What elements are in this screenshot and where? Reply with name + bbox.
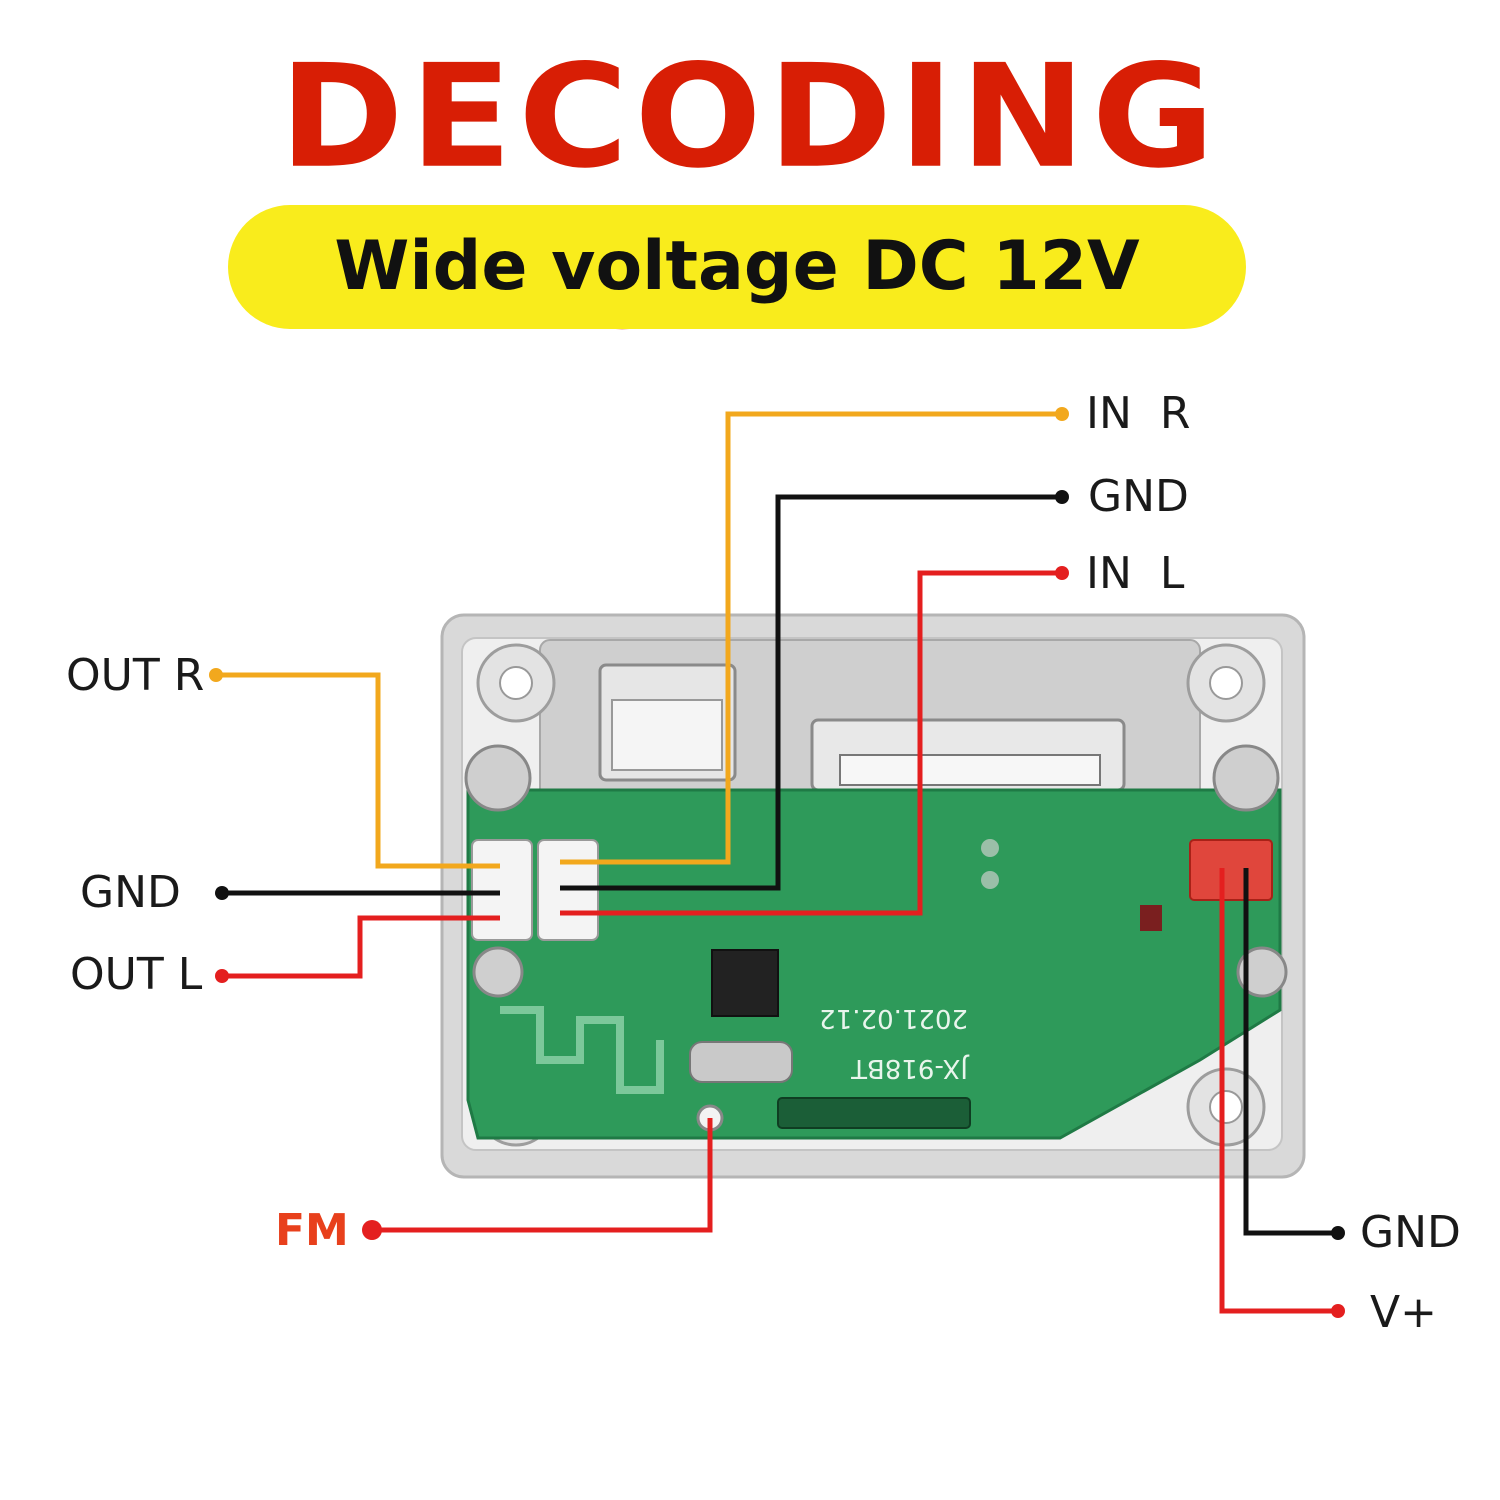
label-out-r: OUT R bbox=[66, 650, 205, 701]
label-gnd-right: GND bbox=[1360, 1207, 1461, 1258]
wire-gnd-top bbox=[560, 494, 1062, 891]
wire-endpoints bbox=[209, 407, 1345, 1318]
wire-in-l bbox=[560, 570, 1062, 916]
wire-out-r bbox=[216, 672, 500, 869]
wire-v-plus bbox=[1219, 868, 1338, 1314]
board-date: 2021.02.12 bbox=[819, 1003, 968, 1033]
subtitle: Wide voltage DC 12V bbox=[334, 227, 1140, 306]
label-gnd-top: GND bbox=[1088, 471, 1189, 522]
label-in-l: IN L bbox=[1086, 548, 1185, 599]
label-gnd-left: GND bbox=[80, 867, 181, 918]
wire-out-l bbox=[222, 915, 500, 979]
label-fm: FM bbox=[275, 1205, 349, 1256]
wire-gnd-right bbox=[1243, 868, 1338, 1236]
wire-in-r bbox=[560, 411, 1062, 865]
subtitle-highlight bbox=[228, 205, 1246, 329]
pcb: JX-918BT 2021.02.12 bbox=[464, 744, 1288, 1140]
label-out-l: OUT L bbox=[70, 949, 203, 1000]
wire-fm bbox=[372, 1118, 713, 1233]
label-in-r: IN R bbox=[1086, 388, 1191, 439]
label-v-plus: V+ bbox=[1370, 1287, 1437, 1338]
board-model: JX-918BT bbox=[851, 1053, 970, 1083]
